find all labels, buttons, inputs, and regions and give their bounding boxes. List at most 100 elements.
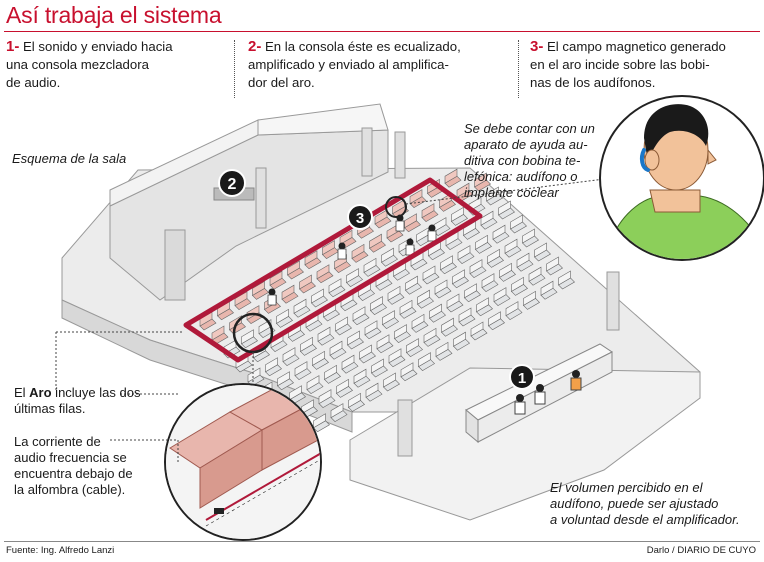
seated-person-body	[267, 294, 277, 306]
seat-back	[341, 354, 355, 370]
seat-back	[510, 214, 523, 230]
seat-back	[316, 264, 330, 280]
footer-source: Fuente: Ing. Alfredo Lanzi	[6, 545, 115, 556]
step-1: 1- El sonido y enviado hacia una consola…	[6, 38, 236, 92]
aro-note-post: incluye las dos	[51, 385, 141, 400]
seat-back	[289, 385, 302, 401]
seat-back	[400, 362, 414, 378]
aro-note-bold: Aro	[29, 385, 52, 400]
seat-back	[364, 320, 378, 336]
aro-note: El Aro incluye las dos últimas filas.	[14, 385, 140, 417]
seat-back	[252, 280, 265, 296]
seat-back	[369, 233, 382, 249]
seat-back	[299, 274, 312, 290]
seat-back	[382, 310, 395, 326]
seat-back	[528, 266, 542, 282]
aro-note-pre: El	[14, 385, 30, 400]
seat-back	[346, 268, 359, 284]
seat-back	[399, 299, 413, 315]
seat-back	[394, 324, 407, 340]
step-divider-2	[518, 40, 519, 98]
seat-back	[481, 273, 495, 289]
step-1-line-1: El sonido y enviado hacia	[23, 39, 173, 54]
step-2: 2- En la consola éste es ecualizado, amp…	[248, 38, 518, 92]
current-line-4: la alfombra (cable).	[14, 482, 126, 497]
hearing-aid-line-2: aparato de ayuda au-	[464, 137, 588, 152]
step-3-line-3: nas de los audífonos.	[530, 75, 656, 90]
step-1-number: 1-	[6, 38, 20, 55]
seat-back	[540, 280, 554, 296]
seat-back	[440, 255, 453, 271]
seat-back	[328, 278, 342, 294]
step-3-line-2: en el aro incide sobre las bobi-	[530, 57, 710, 72]
title-rule	[4, 31, 760, 32]
seat-back	[453, 331, 466, 347]
seat-back	[411, 313, 425, 329]
seat-back	[353, 368, 367, 384]
seat-back	[317, 326, 331, 342]
seat-back	[371, 358, 384, 374]
seat-back	[434, 279, 448, 295]
seat-back	[241, 329, 254, 345]
seat-back	[335, 316, 348, 332]
seat-back	[300, 336, 313, 352]
right-column	[606, 271, 620, 331]
seat-back	[522, 228, 535, 244]
seat-back	[423, 327, 437, 343]
seated-person-head	[268, 288, 276, 296]
seat-back	[322, 240, 335, 256]
seat-back	[352, 306, 366, 322]
room-scheme-label: Esquema de la sala	[12, 151, 127, 166]
step-2-number: 2-	[248, 38, 262, 55]
seat-back	[444, 168, 458, 184]
seat-back	[421, 203, 435, 219]
step-divider-1	[234, 40, 235, 98]
stage-column-2	[361, 127, 373, 177]
seat-back	[388, 348, 402, 364]
stage-back	[257, 103, 389, 136]
seat-back	[418, 352, 431, 368]
marker-3-badge: 3	[347, 204, 373, 230]
seat-back	[498, 200, 511, 216]
stage-column-1	[255, 167, 267, 229]
current-line-2: audio frecuencia se	[14, 450, 127, 465]
front-column	[397, 399, 413, 457]
marker-2-badge: 2	[218, 169, 246, 197]
footer-credit: Darlo / DIARIO DE CUYO	[646, 545, 756, 556]
step-1-line-2: una consola mezcladora	[6, 57, 149, 72]
seat-back	[404, 213, 417, 229]
seat-back	[276, 308, 289, 324]
panel-people	[514, 370, 582, 415]
hearing-aid-line-4: lefónica: audífono o	[464, 169, 578, 184]
marker-3-label: 3	[356, 210, 364, 227]
hearing-aid-line-5: implante coclear	[464, 185, 559, 200]
seat-back	[324, 364, 337, 380]
step-3-number: 3-	[530, 38, 544, 55]
volume-line-3: a voluntad desde el amplificador.	[550, 512, 740, 527]
carpet-cable	[205, 447, 320, 521]
seat-back	[312, 350, 325, 366]
seat-back	[476, 297, 489, 313]
seat-back	[441, 317, 454, 333]
seated-person-body	[337, 248, 347, 260]
seat-back	[470, 321, 484, 337]
seat-back	[339, 229, 353, 245]
seat-back	[277, 371, 290, 387]
marker-1-label: 1	[518, 370, 526, 387]
seat-back	[456, 182, 470, 198]
seat-back	[409, 189, 423, 205]
seat-back	[486, 186, 499, 202]
volume-line-1: El volumen percibido en el	[550, 480, 703, 495]
seat-back	[348, 392, 361, 408]
seat-back	[405, 275, 418, 291]
seat-back	[458, 307, 472, 323]
seat-back	[313, 413, 326, 429]
hearing-aid-note: Se debe contar con un aparato de ayuda a…	[464, 121, 624, 201]
seat-back	[534, 242, 547, 258]
step-3: 3- El campo magnetico generado en el aro…	[530, 38, 760, 92]
listener-portrait	[599, 95, 764, 261]
seat-back	[363, 257, 377, 273]
seat-back	[417, 289, 430, 305]
seat-back	[429, 303, 442, 319]
